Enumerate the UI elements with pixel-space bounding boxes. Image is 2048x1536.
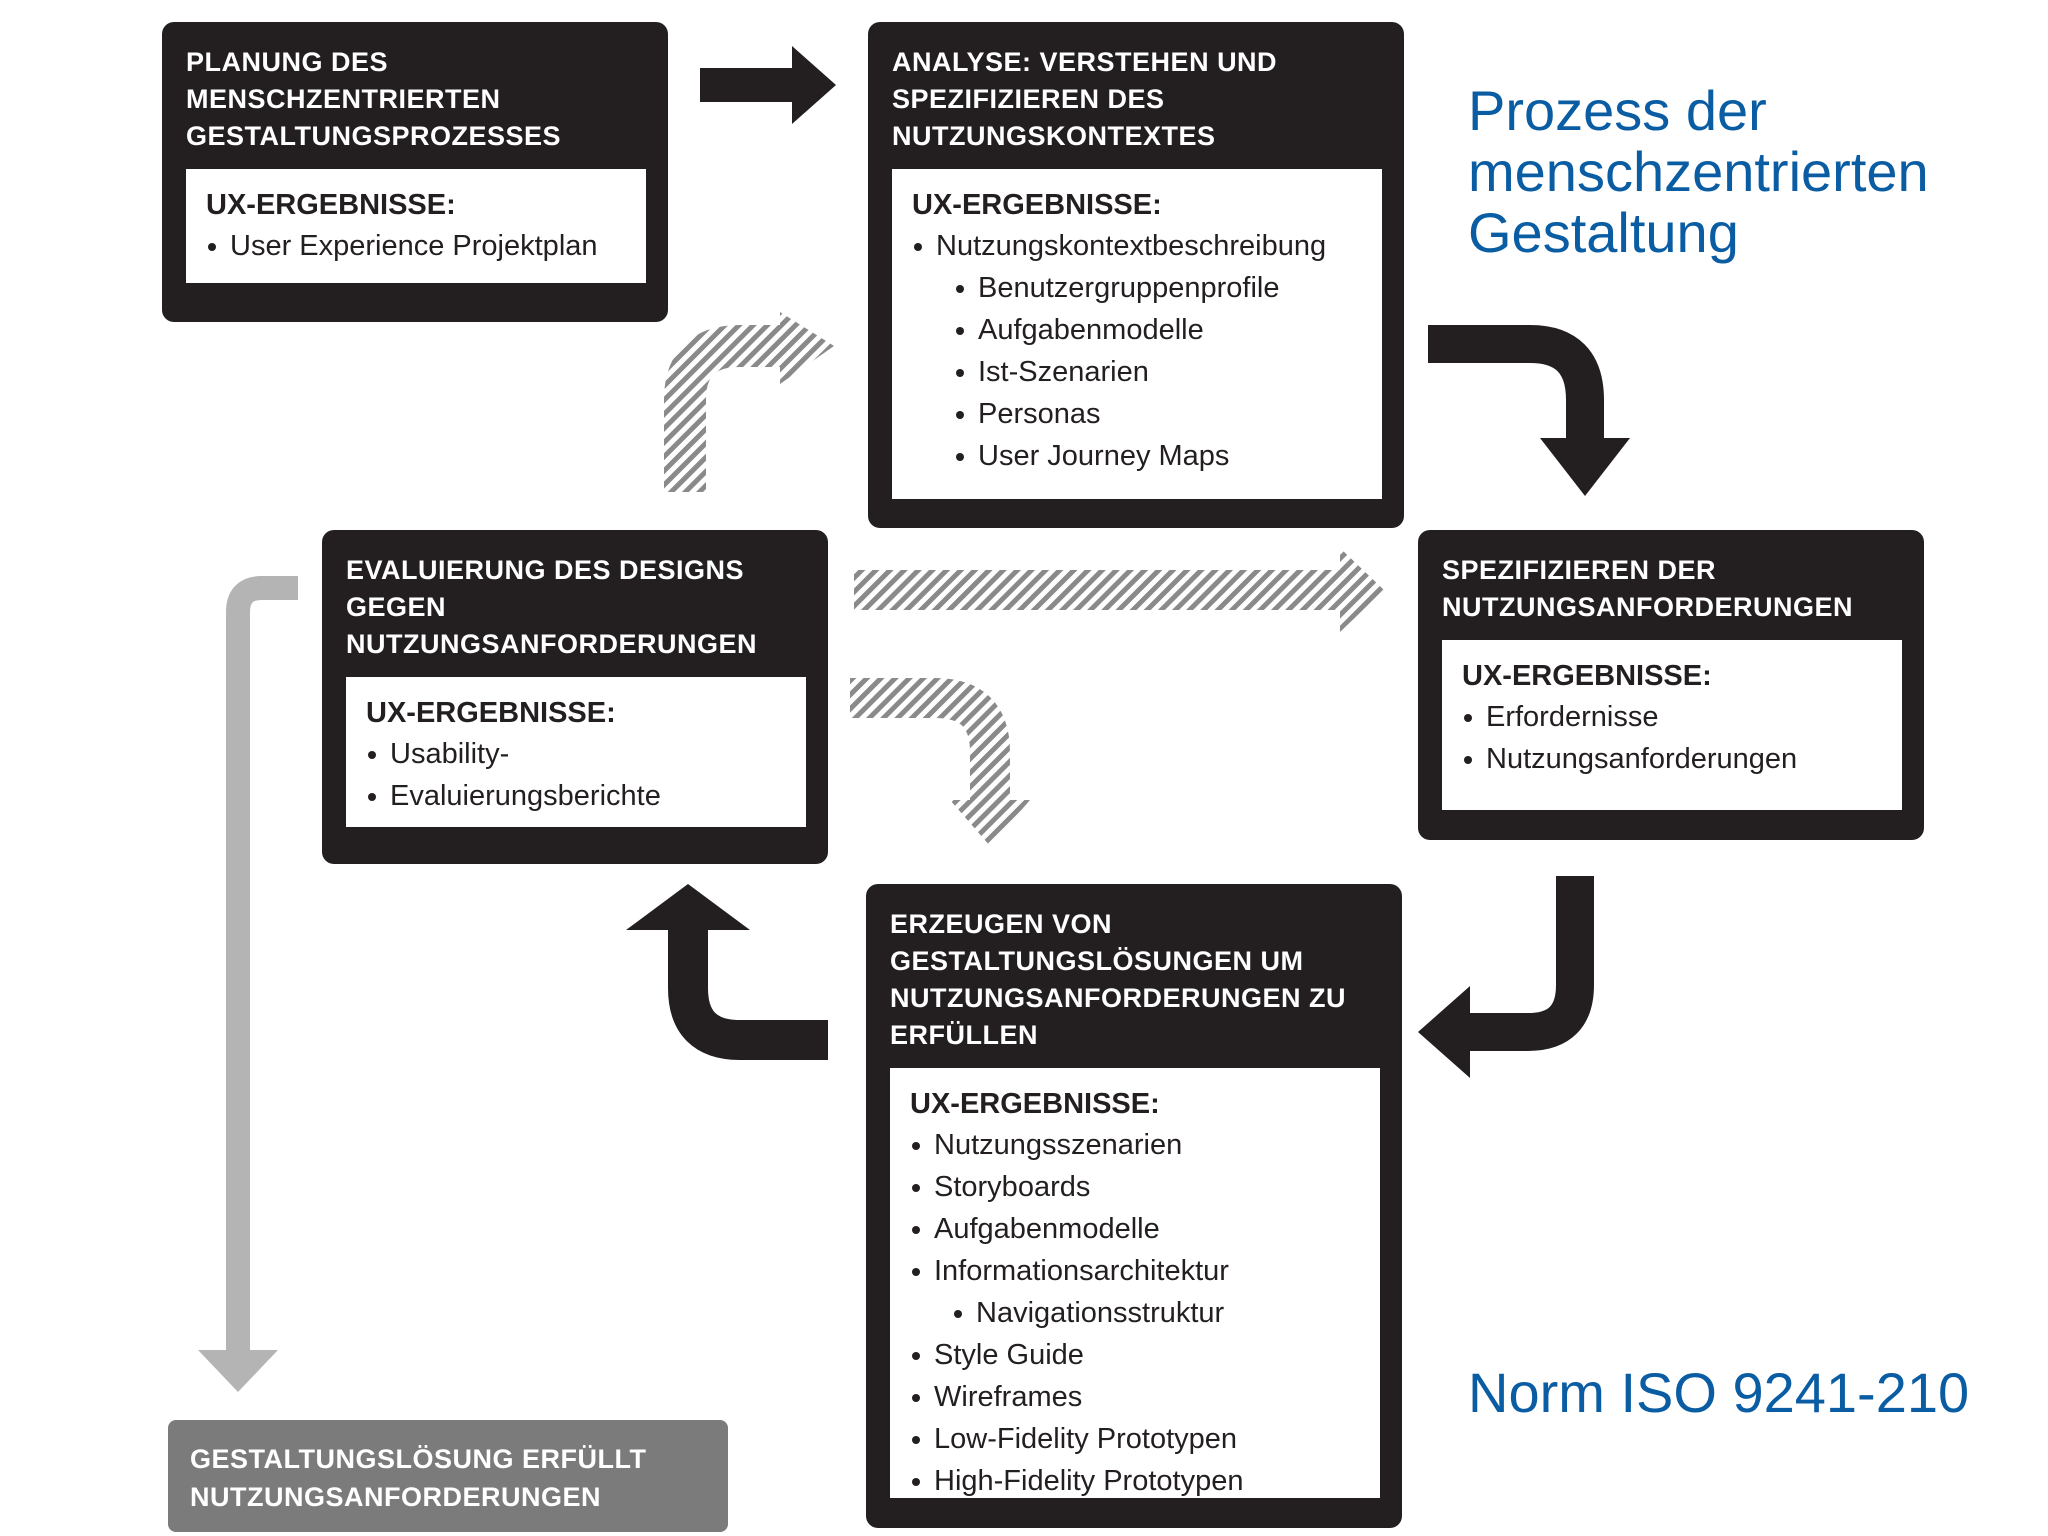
arrow-planung-to-analyse [700, 46, 836, 124]
box-evaluierung: EVALUIERUNG DES DESIGNS GEGEN NUTZUNGSAN… [322, 530, 828, 864]
arrow-to-gestaltungsloesung [226, 576, 298, 1352]
title-line: SPEZIFIZIEREN DER [1442, 555, 1717, 585]
list-item: Informationsarchitektur [910, 1250, 1362, 1292]
title-line: GEGEN [346, 592, 447, 622]
arrow-spezifizieren-to-erzeugen [1470, 876, 1594, 1051]
ux-results-panel: UX-ERGEBNISSE: Usability- Evaluierungsbe… [346, 677, 806, 827]
arrow-erzeugen-to-evaluierung [668, 930, 828, 1060]
box-spezifizieren: SPEZIFIZIEREN DER NUTZUNGSANFORDERUNGEN … [1418, 530, 1924, 840]
title-line: NUTZUNGSANFORDERUNGEN ZU [890, 983, 1346, 1013]
list-subitem: Aufgabenmodelle [954, 309, 1364, 351]
list-subitem: Benutzergruppenprofile [954, 267, 1364, 309]
title-line: MENSCHZENTRIERTEN [186, 84, 501, 114]
box-analyse: ANALYSE: VERSTEHEN UND SPEZIFIZIEREN DES… [868, 22, 1404, 528]
list-item: Low-Fidelity Prototypen [910, 1418, 1362, 1460]
heading-line-1: Prozess der [1468, 79, 1767, 142]
title-line: ANALYSE: VERSTEHEN UND [892, 47, 1278, 77]
list-item: Usability- [366, 733, 788, 775]
list-subitem: Ist-Szenarien [954, 351, 1364, 393]
title-line: NUTZUNGSANFORDERUNGEN [1442, 592, 1853, 622]
ux-results-list: Usability- Evaluierungsberichte [366, 733, 788, 817]
ux-results-panel: UX-ERGEBNISSE: Nutzungsszenarien Storybo… [890, 1068, 1380, 1498]
box-title: SPEZIFIZIEREN DER NUTZUNGSANFORDERUNGEN [1442, 552, 1902, 626]
ux-results-heading: UX-ERGEBNISSE: [366, 697, 616, 729]
title-line: ERZEUGEN VON [890, 909, 1113, 939]
title-line: GESTALTUNGSLÖSUNGEN UM [890, 946, 1304, 976]
list-item: Nutzungsszenarien [910, 1124, 1362, 1166]
list-item: Nutzungsanforderungen [1462, 738, 1884, 780]
heading-line-3: Gestaltung [1468, 201, 1739, 264]
title-line: NUTZUNGSANFORDERUNGEN [346, 629, 757, 659]
ux-results-list: Nutzungskontextbeschreibung Benutzergrup… [912, 225, 1364, 477]
title-line: SPEZIFIZIEREN DES [892, 84, 1165, 114]
diagram-heading: Prozess der menschzentrierten Gestaltung [1468, 80, 1929, 263]
arrowhead-gestaltungsloesung [198, 1350, 278, 1392]
list-subitem: Personas [954, 393, 1364, 435]
list-subitem: Navigationsstruktur [952, 1292, 1362, 1334]
arrowhead-erzeugen [1418, 986, 1470, 1078]
ux-results-heading: UX-ERGEBNISSE: [912, 189, 1162, 221]
ux-results-list: Nutzungsszenarien Storyboards Aufgabenmo… [910, 1124, 1362, 1502]
list-item: Erfordernisse [1462, 696, 1884, 738]
list-item: Storyboards [910, 1166, 1362, 1208]
box-title: ANALYSE: VERSTEHEN UND SPEZIFIZIEREN DES… [892, 44, 1382, 155]
heading-line-2: menschzentrierten [1468, 140, 1929, 203]
box-gestaltungsloesung: GESTALTUNGSLÖSUNG ERFÜLLT NUTZUNGSANFORD… [168, 1420, 728, 1532]
iteration-arrowhead-analyse [780, 312, 834, 384]
title-line: PLANUNG DES [186, 47, 389, 77]
box-erzeugen: ERZEUGEN VON GESTALTUNGSLÖSUNGEN UM NUTZ… [866, 884, 1402, 1528]
list-item: Wireframes [910, 1376, 1362, 1418]
ux-results-heading: UX-ERGEBNISSE: [1462, 660, 1712, 692]
final-line: GESTALTUNGSLÖSUNG ERFÜLLT [190, 1444, 647, 1474]
list-subitem: User Journey Maps [954, 435, 1364, 477]
title-line: NUTZUNGSKONTEXTES [892, 121, 1216, 151]
final-line: NUTZUNGSANFORDERUNGEN [190, 1482, 601, 1512]
list-item: Nutzungskontextbeschreibung [912, 225, 1364, 267]
norm-label: Norm ISO 9241-210 [1468, 1361, 1970, 1424]
list-item: Style Guide [910, 1334, 1362, 1376]
ux-results-heading: UX-ERGEBNISSE: [206, 189, 456, 221]
ux-results-panel: UX-ERGEBNISSE: User Experience Projektpl… [186, 169, 646, 283]
ux-results-list: Erfordernisse Nutzungsanforderungen [1462, 696, 1884, 780]
ux-results-heading: UX-ERGEBNISSE: [910, 1088, 1160, 1120]
box-title: PLANUNG DES MENSCHZENTRIERTEN GESTALTUNG… [186, 44, 646, 155]
box-planung: PLANUNG DES MENSCHZENTRIERTEN GESTALTUNG… [162, 22, 668, 322]
iteration-arrow-to-spezifizieren [854, 548, 1384, 632]
list-item-continuation: Evaluierungsberichte [366, 775, 788, 817]
iteration-arrow-to-erzeugen [850, 678, 1010, 800]
list-item: Aufgabenmodelle [910, 1208, 1362, 1250]
ux-results-list: User Experience Projektplan [206, 225, 628, 267]
title-line: ERFÜLLEN [890, 1020, 1038, 1050]
arrowhead-evaluierung [626, 884, 750, 930]
arrow-analyse-to-spezifizieren [1428, 325, 1604, 438]
box-title: EVALUIERUNG DES DESIGNS GEGEN NUTZUNGSAN… [346, 552, 806, 663]
list-item: High-Fidelity Prototypen [910, 1460, 1362, 1502]
title-line: GESTALTUNGSPROZESSES [186, 121, 562, 151]
list-item: User Experience Projektplan [206, 225, 628, 267]
box-title: ERZEUGEN VON GESTALTUNGSLÖSUNGEN UM NUTZ… [890, 906, 1380, 1054]
iteration-arrowhead-erzeugen [950, 800, 1030, 846]
arrowhead-spezifizieren [1540, 438, 1630, 496]
title-line: EVALUIERUNG DES DESIGNS [346, 555, 745, 585]
ux-results-panel: UX-ERGEBNISSE: Erfordernisse Nutzungsanf… [1442, 640, 1902, 810]
ux-results-panel: UX-ERGEBNISSE: Nutzungskontextbeschreibu… [892, 169, 1382, 499]
iteration-arrow-to-analyse [664, 325, 780, 492]
